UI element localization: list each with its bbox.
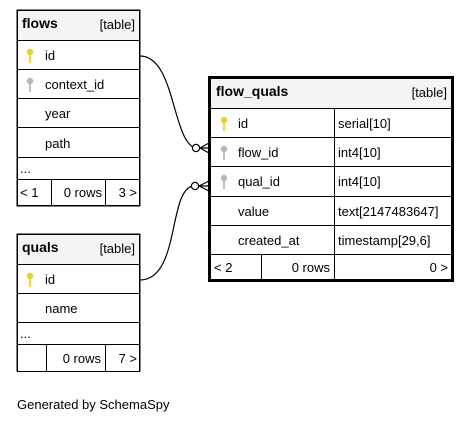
column-name: name — [45, 301, 78, 316]
row-count: 0 rows — [292, 260, 331, 275]
table-flow-quals[interactable]: flow_quals [table] id serial[10] flow_id… — [208, 76, 454, 282]
ellipsis-row — [17, 322, 140, 345]
row-count: 0 rows — [63, 351, 102, 366]
table-header — [210, 78, 452, 109]
column-name: qual_id — [238, 174, 280, 189]
children-count[interactable]: 3 > — [119, 185, 137, 200]
crowfoot-marker — [199, 142, 210, 154]
table-header — [17, 10, 140, 41]
table-kind-label: [table] — [100, 17, 135, 32]
parents-count[interactable]: < 2 — [214, 260, 232, 275]
table-flows[interactable]: flows [table] id context_id year path ..… — [16, 9, 141, 207]
row-count: 0 rows — [64, 185, 103, 200]
children-count[interactable]: 7 > — [119, 351, 137, 366]
table-footer: < 1 0 rows 3 > — [17, 179, 140, 206]
table-header — [17, 234, 140, 265]
parents-count[interactable]: < 1 — [20, 185, 38, 200]
table-row[interactable]: value text[2147483647] — [210, 196, 452, 226]
column-name: year — [45, 106, 71, 121]
column-name: value — [238, 204, 269, 219]
table-row[interactable]: qual_id int4[10] — [210, 166, 452, 197]
generated-by-label: Generated by SchemaSpy — [17, 397, 170, 412]
table-kind-label: [table] — [100, 241, 135, 256]
table-row[interactable]: year — [17, 98, 140, 128]
column-name: created_at — [238, 233, 300, 248]
crowfoot-marker — [198, 180, 210, 192]
column-type: serial[10] — [338, 116, 391, 131]
table-quals[interactable]: quals [table] id name ... 0 rows 7 > — [16, 233, 141, 372]
table-title: flow_quals — [216, 83, 289, 99]
table-footer: 0 rows 7 > — [17, 344, 140, 372]
column-name: path — [45, 136, 70, 151]
zero-or-many-marker — [190, 181, 200, 191]
table-row[interactable]: context_id — [17, 69, 140, 99]
column-name: context_id — [45, 77, 104, 92]
column-type: int4[10] — [338, 174, 381, 189]
relationship-edges — [139, 55, 210, 281]
table-title: quals — [22, 239, 59, 255]
table-row[interactable]: path — [17, 127, 140, 158]
more-columns-ellipsis: ... — [20, 161, 31, 176]
table-kind-label: [table] — [412, 85, 447, 100]
table-row[interactable]: flow_id int4[10] — [210, 137, 452, 167]
column-type: text[2147483647] — [338, 204, 438, 219]
column-name: id — [238, 116, 248, 131]
table-row[interactable]: name — [17, 293, 140, 323]
table-row[interactable]: created_at timestamp[29,6] — [210, 225, 452, 255]
column-type: timestamp[29,6] — [338, 233, 431, 248]
edge-qual-id-to-quals[interactable] — [139, 185, 194, 281]
column-name: id — [45, 48, 55, 63]
column-name: id — [45, 272, 55, 287]
table-title: flows — [22, 15, 58, 31]
table-row[interactable]: id — [17, 264, 140, 294]
table-row[interactable]: id serial[10] — [210, 108, 452, 138]
ellipsis-row — [17, 157, 140, 180]
column-type: int4[10] — [338, 145, 381, 160]
more-columns-ellipsis: ... — [20, 326, 31, 341]
edge-flow-id-to-flows[interactable] — [139, 55, 196, 149]
column-name: flow_id — [238, 145, 278, 160]
table-footer: < 2 0 rows 0 > — [210, 254, 452, 280]
table-row[interactable]: id — [17, 40, 140, 70]
zero-or-many-marker — [191, 143, 201, 153]
children-count[interactable]: 0 > — [430, 260, 448, 275]
